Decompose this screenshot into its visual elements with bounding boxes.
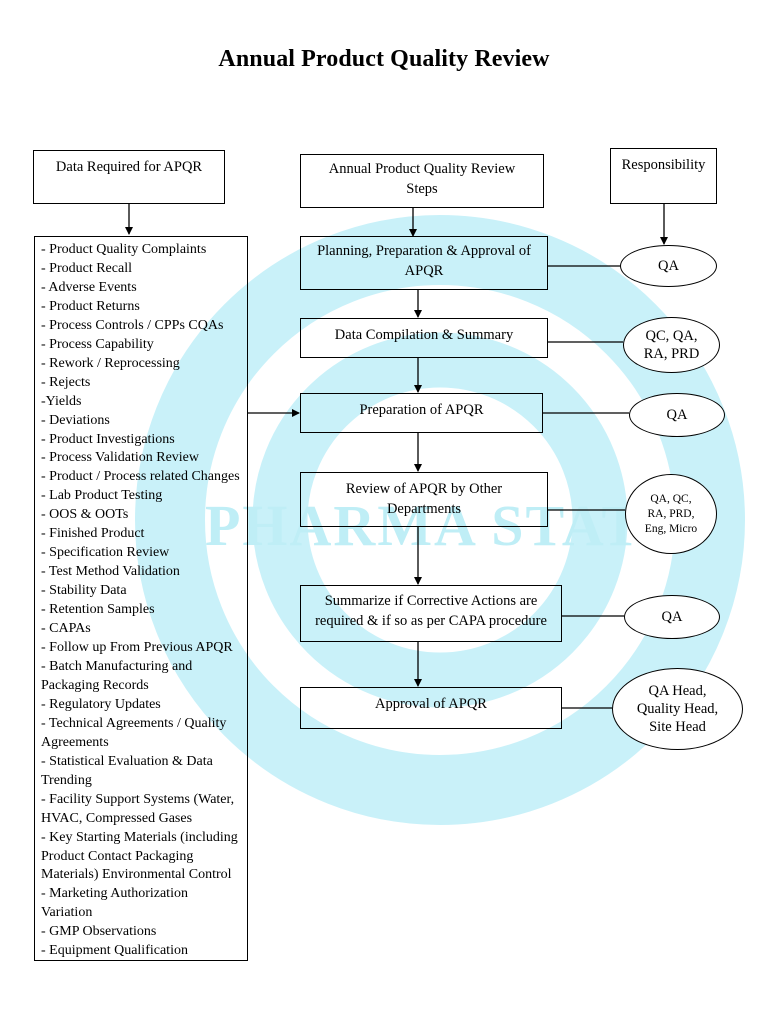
step-review-line-1: Review of APQR by Other [345,481,503,497]
data-item: - Test Method Validation [41,564,180,580]
step-preparation: Preparation of APQR [300,393,543,433]
data-item: - CAPAs [41,621,91,637]
data-item: - Regulatory Updates [41,696,161,712]
responsibility-oval-preparation: QA [629,393,725,437]
step-planning: Planning, Preparation & Approval of APQR [300,236,548,290]
data-item: Variation [41,905,93,921]
responsibility-planning-line-1: QA [658,258,679,274]
data-item: - Rejects [41,374,91,390]
data-item: - Finished Product [41,526,145,542]
data-item: Agreements [41,734,109,750]
watermark-text: PHARMA STATE [205,493,683,558]
step-summarize-line-1: Summarize if Corrective Actions are [324,593,538,609]
step-review: Review of APQR by Other Departments [300,472,548,527]
data-item: Packaging Records [41,677,149,693]
data-item: Materials) Environmental Control [41,867,232,883]
data-item: - Rework / Reprocessing [41,355,180,371]
data-item: - GMP Observations [41,924,157,940]
responsibility-oval-planning: QA [620,245,717,287]
data-item: - Deviations [41,412,110,428]
data-item: - Process Capability [41,336,154,352]
data-item: - Product Investigations [41,431,175,447]
responsibility-review-line-3: Eng, Micro [644,522,698,535]
data-item: - OOS & OOTs [41,507,129,523]
data-item: - Facility Support Systems (Water, [41,791,235,807]
step-planning-line-2: APQR [404,263,444,279]
data-item: -Yields [41,393,82,409]
responsibility-summarize-line-1: QA [661,609,683,625]
data-item: Product Contact Packaging [41,848,194,864]
responsibility-header: Responsibility [610,148,717,204]
data-item: - Key Starting Materials (including [41,829,238,845]
responsibility-data-compilation-line-2: RA, PRD [643,346,700,362]
step-planning-line-1: Planning, Preparation & Approval of [317,243,531,259]
responsibility-approval-line-1: QA Head, [648,683,707,699]
data-item: HVAC, Compressed Gases [41,810,193,826]
data-item: - Process Validation Review [41,450,199,466]
data-item: - Technical Agreements / Quality [41,715,227,731]
data-item: - Stability Data [41,583,127,599]
data-item: - Marketing Authorization [41,886,188,902]
responsibility-oval-approval: QA Head, Quality Head, Site Head [612,668,743,750]
data-required-list: - Product Quality Complaints - Product Re… [34,236,248,961]
responsibility-label: Responsibility [621,157,706,173]
responsibility-review-line-2: RA, PRD, [647,507,695,520]
data-item: - Process Controls / CPPs CQAs [41,317,224,333]
data-item: Trending [41,772,92,788]
responsibility-preparation-line-1: QA [666,407,688,423]
step-summarize: Summarize if Corrective Actions are requ… [300,585,562,642]
data-item: - Follow up From Previous APQR [41,640,233,656]
data-item: - Batch Manufacturing and [41,658,193,674]
step-summarize-line-2: required & if so as per CAPA procedure [315,613,547,629]
responsibility-data-compilation-line-1: QC, QA, [645,328,698,344]
steps-header-line-1: Annual Product Quality Review [328,161,516,177]
steps-header-line-2: Steps [406,181,438,197]
data-item: - Statistical Evaluation & Data [41,753,213,769]
step-approval: Approval of APQR [300,687,562,729]
data-item: - Product Quality Complaints [41,242,207,257]
responsibility-oval-data-compilation: QC, QA, RA, PRD [623,317,720,373]
data-item: - Equipment Qualification [41,943,188,959]
data-required-header: Data Required for APQR [33,150,225,204]
step-data-compilation: Data Compilation & Summary [300,318,548,358]
data-item: - Lab Product Testing [41,488,163,504]
data-item: - Specification Review [41,545,170,561]
step-data-compilation-line-1: Data Compilation & Summary [334,327,514,343]
data-item: - Product Recall [41,260,132,276]
data-required-label: Data Required for APQR [55,159,203,175]
responsibility-oval-review: QA, QC, RA, PRD, Eng, Micro [625,474,717,554]
responsibility-approval-line-2: Quality Head, [636,701,719,717]
data-item: - Retention Samples [41,602,155,618]
responsibility-oval-summarize: QA [624,595,720,639]
page-title: Annual Product Quality Review [218,46,550,72]
responsibility-approval-line-3: Site Head [649,719,706,735]
data-item: - Product Returns [41,298,140,314]
data-item: - Adverse Events [41,279,137,295]
steps-header: Annual Product Quality Review Steps [300,154,544,208]
step-approval-line-1: Approval of APQR [375,696,487,712]
step-preparation-line-1: Preparation of APQR [359,402,484,418]
responsibility-review-line-1: QA, QC, [650,492,692,505]
step-review-line-2: Departments [386,501,462,517]
data-item: - Product / Process related Changes [41,469,240,485]
